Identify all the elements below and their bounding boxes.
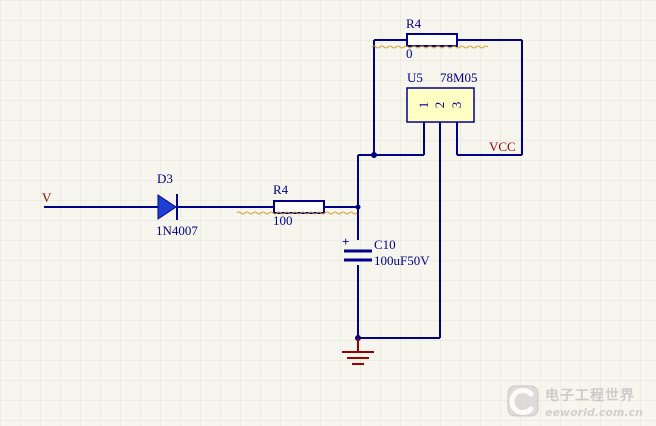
diode-designator: D3 bbox=[157, 171, 173, 186]
resistor-series-body bbox=[273, 200, 325, 214]
resistor-series-value: 100 bbox=[273, 213, 293, 228]
regulator-body bbox=[406, 87, 475, 123]
wires bbox=[44, 39, 523, 352]
resistor-series-designator: R4 bbox=[273, 182, 289, 197]
net-label-vcc: VCC bbox=[489, 139, 516, 154]
capacitor-value: 100uF50V bbox=[374, 253, 430, 268]
regulator-pin-1: 1 bbox=[416, 102, 431, 109]
watermark: 电子工程世界 eeworld.com.cn bbox=[507, 385, 643, 419]
resistor-series-label-squiggle bbox=[236, 211, 358, 215]
junction-node-pin1 bbox=[371, 152, 377, 158]
resistor-bypass-body bbox=[406, 33, 458, 47]
diode-part-number: 1N4007 bbox=[156, 223, 198, 238]
diode-d3 bbox=[157, 194, 178, 220]
capacitor-polarity-mark: + bbox=[342, 234, 349, 249]
capacitor-designator: C10 bbox=[374, 237, 396, 252]
watermark-url: eeworld.com.cn bbox=[545, 406, 643, 419]
ground-symbol bbox=[342, 338, 374, 365]
regulator-designator: U5 bbox=[407, 70, 423, 85]
resistor-bypass-label-squiggle bbox=[371, 45, 489, 49]
watermark-title: 电子工程世界 bbox=[545, 387, 635, 404]
junction-node-r4 bbox=[355, 204, 361, 210]
resistor-bypass-value: 0 bbox=[406, 46, 413, 61]
regulator-part-number: 78M05 bbox=[440, 70, 478, 85]
regulator-pin-3: 3 bbox=[449, 102, 464, 109]
watermark-logo bbox=[507, 385, 539, 417]
resistor-bypass-designator: R4 bbox=[406, 16, 422, 31]
regulator-pin-2: 2 bbox=[432, 102, 447, 109]
net-label-v: V bbox=[42, 190, 52, 205]
capacitor-c10 bbox=[344, 249, 372, 262]
diode-triangle bbox=[157, 194, 177, 220]
